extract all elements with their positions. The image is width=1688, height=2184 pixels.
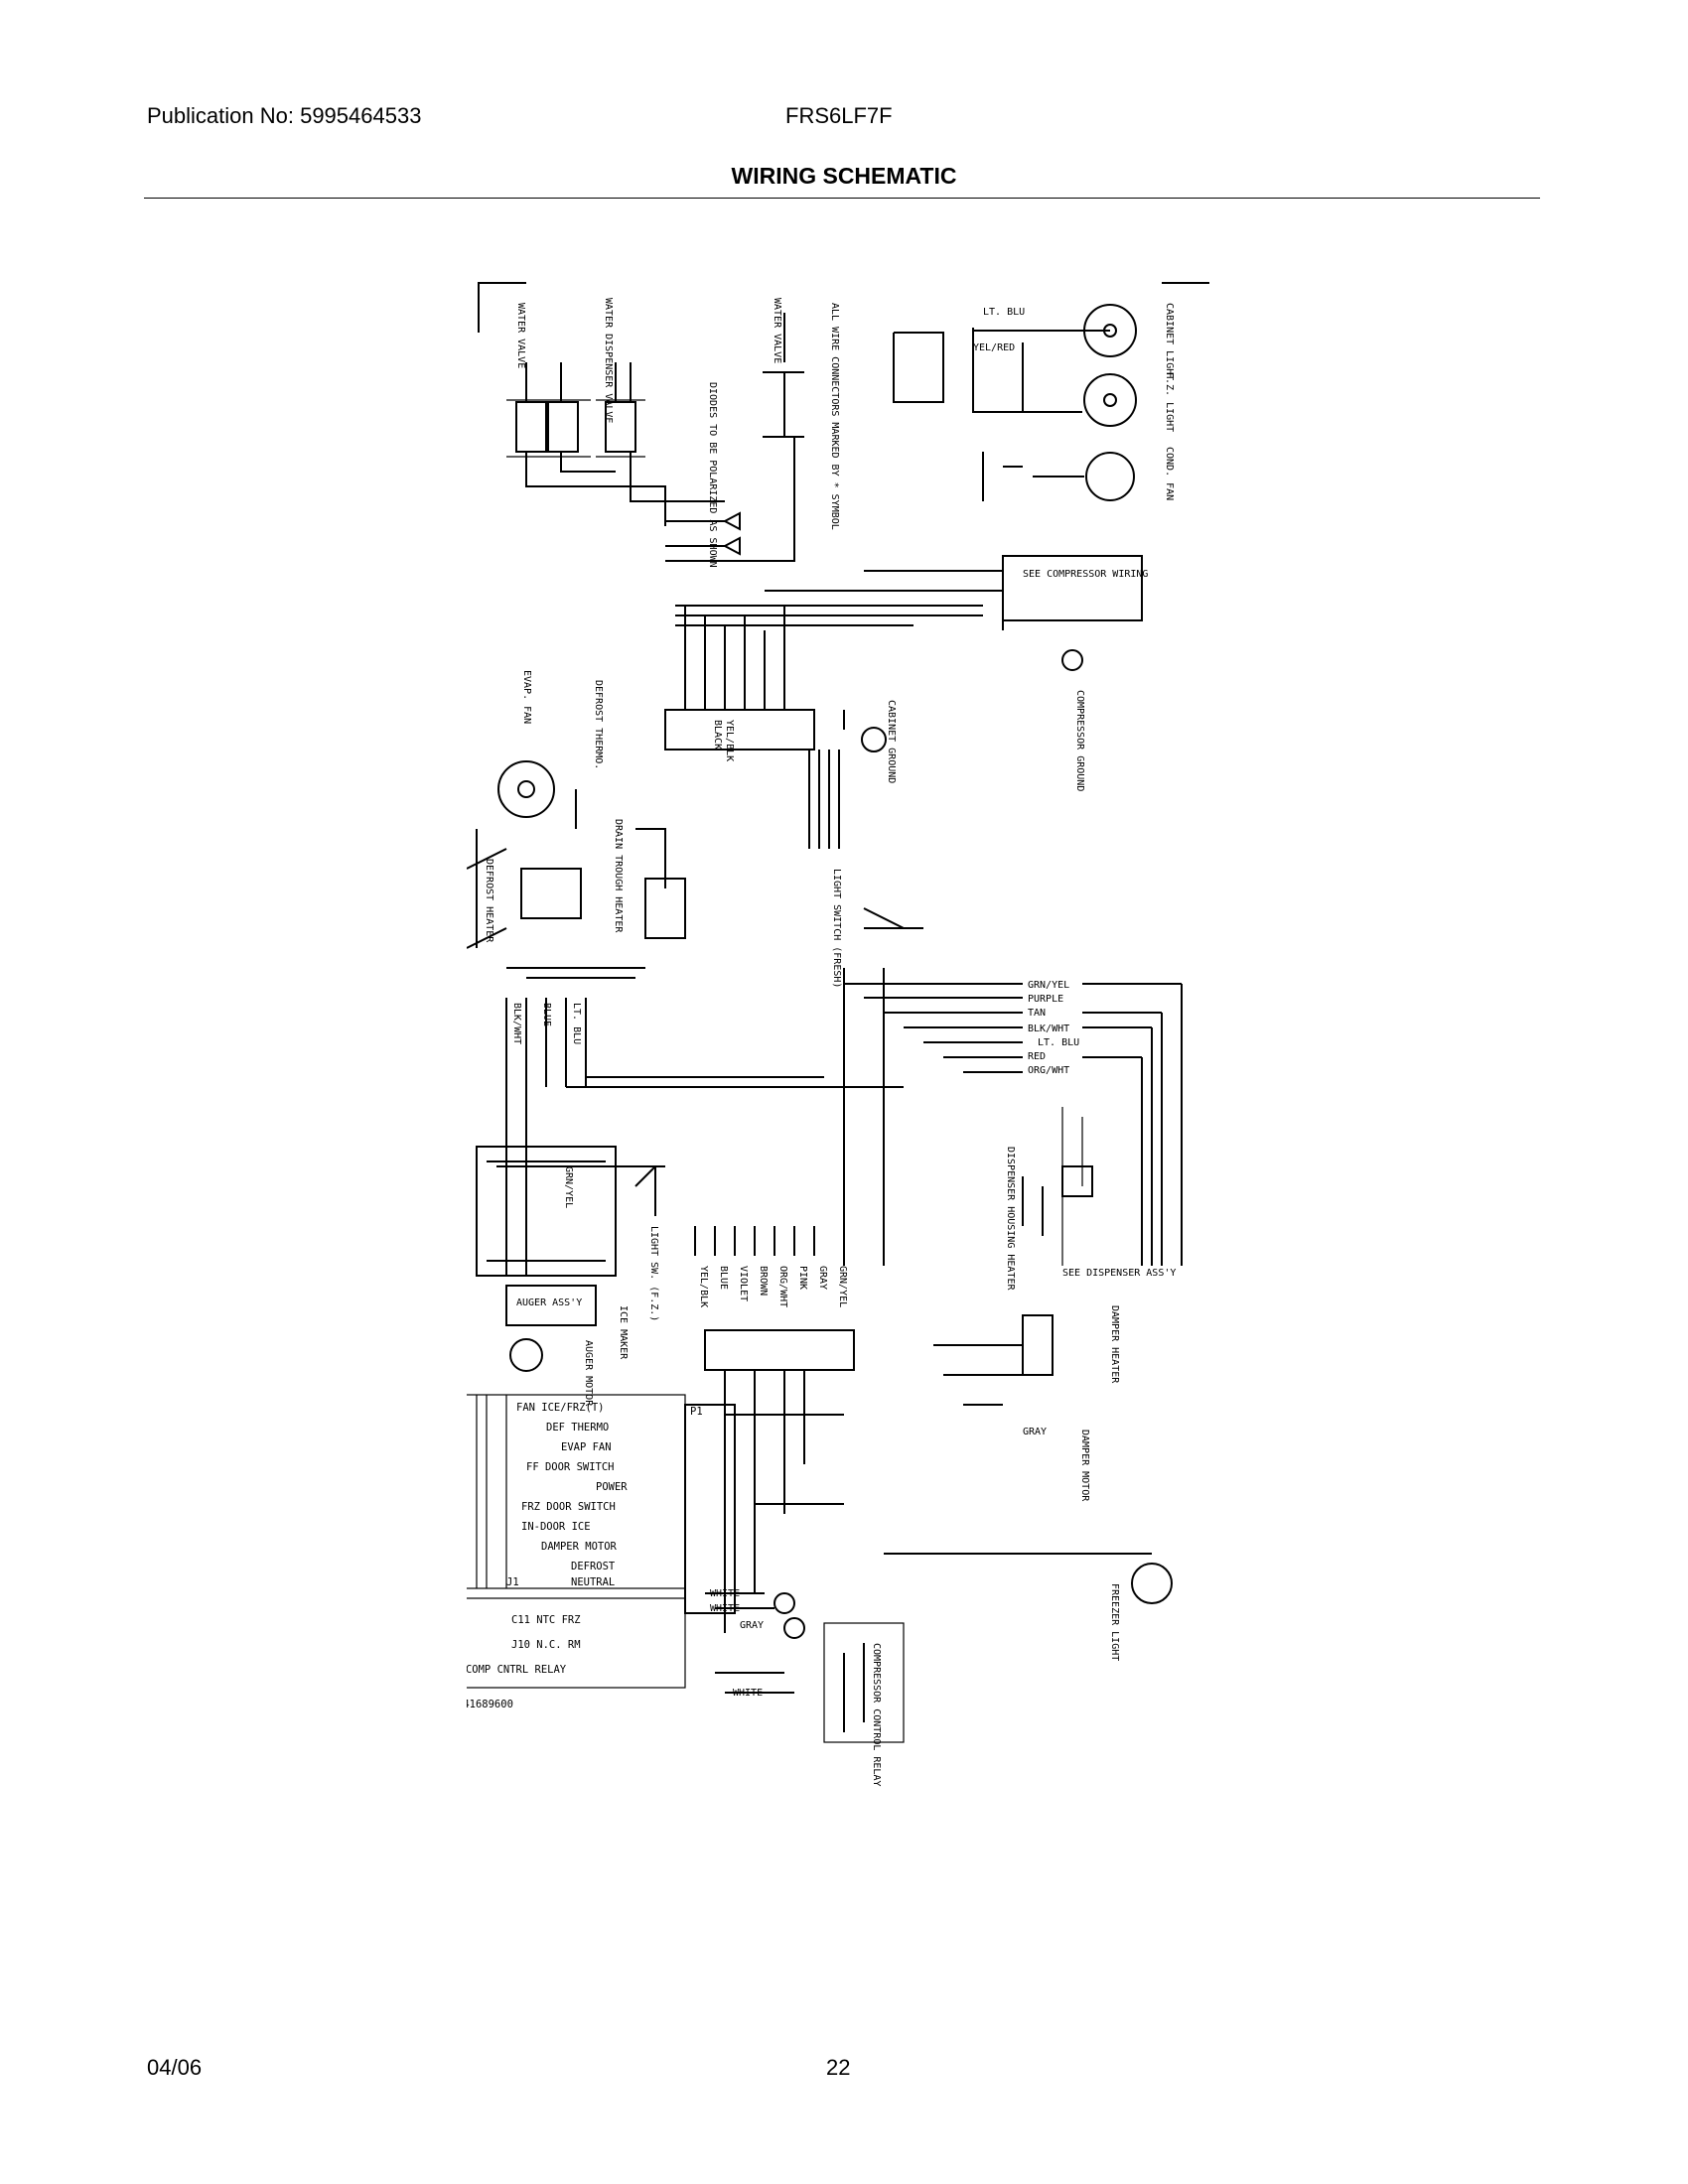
p1-row-2: DEF THERMO xyxy=(546,1422,609,1433)
evap-fan: EVAP. FAN DEFROST THERMO. xyxy=(497,670,666,888)
wire-gray-3: GRAY xyxy=(740,1620,764,1631)
cabinet-light-label: CABINET LIGHT xyxy=(1164,303,1175,380)
wire-yel-blk: YEL/BLK xyxy=(724,720,735,761)
evap-fan-label: EVAP. FAN xyxy=(521,670,532,724)
wire-yel-blk-2: YEL/BLK xyxy=(698,1266,709,1307)
schematic-code: 241689600 xyxy=(467,1699,513,1710)
valve-2: WATER VALVE ALL WIRE CONNECTORS MARKED B… xyxy=(665,298,840,562)
see-dispenser-label: SEE DISPENSER ASS'Y xyxy=(1062,1268,1176,1279)
left-wire-bundle: BLK/WHT BLUE LT. BLU xyxy=(496,998,904,1276)
compressor-wiring-box: SEE COMPRESSOR WIRING COMPRESSOR GROUND xyxy=(765,555,1148,791)
wire-red: RED xyxy=(1028,1051,1046,1062)
wire-white-3: WHITE xyxy=(733,1688,763,1699)
wiring-schematic: WATER VALVE WATER DISPENSER VALVE DIODES… xyxy=(467,273,1221,1921)
header-rule xyxy=(144,198,1540,199)
defrost-thermo-label: DEFROST THERMO. xyxy=(593,680,604,769)
p1-row-5: POWER xyxy=(596,1481,628,1493)
dispenser-region: DISPENSER HOUSING HEATER SEE DISPENSER A… xyxy=(1005,1107,1176,1291)
p1-row-10: NEUTRAL xyxy=(571,1576,615,1588)
p1-row-9: DEFROST xyxy=(571,1561,616,1572)
wire-lt-blu: LT. BLU xyxy=(571,1003,582,1044)
wire-gray: GRAY xyxy=(817,1266,828,1290)
wire-white-1: WHITE xyxy=(710,1588,740,1599)
all-wire-note: ALL WIRE CONNECTORS MARKED BY * SYMBOL xyxy=(829,303,840,530)
table-lower-row-1: C11 NTC FRZ xyxy=(511,1614,581,1626)
j1-label: J1 xyxy=(506,1576,519,1588)
compressor-control-relay-label: COMPRESSOR CONTROL RELAY xyxy=(871,1643,882,1787)
wire-grn-yel-3: GRN/YEL xyxy=(837,1266,848,1307)
connector-table: P1 FAN ICE/FRZ(T) DEF THERMO EVAP FAN FF… xyxy=(467,1394,703,1689)
light-switch-fresh-label: LIGHT SWITCH (FRESH) xyxy=(831,869,842,988)
damper-heater-label: DAMPER HEATER xyxy=(1109,1305,1120,1384)
cond-fan-label: COND. FAN xyxy=(1164,447,1175,500)
dispenser-heater-label: DISPENSER HOUSING HEATER xyxy=(1005,1147,1016,1291)
wire-org-wht: ORG/WHT xyxy=(1028,1065,1069,1076)
light-switch-fresh: LIGHT SWITCH (FRESH) xyxy=(831,869,923,1266)
wire-gray-2: GRAY xyxy=(1023,1427,1047,1437)
wire-yel-red-top: YEL/RED xyxy=(973,342,1015,353)
publication-number: Publication No: 5995464533 xyxy=(147,103,422,128)
wire-blue-2: BLUE xyxy=(718,1266,729,1290)
defrost-heater: DEFROST HEATER DRAIN TROUGH HEATER xyxy=(467,819,686,979)
wire-grn-yel-2: GRN/YEL xyxy=(563,1166,574,1208)
top-right-lights: CABINET LIGHT F.Z. LIGHT COND. FAN LT. B… xyxy=(893,303,1175,501)
water-valve-2-label: WATER VALVE xyxy=(772,298,782,363)
page-title: WIRING SCHEMATIC xyxy=(731,163,957,189)
auger-assembly: GRN/YEL AUGER ASS'Y AUGER MOTOR ICE MAKE… xyxy=(476,1146,629,1407)
svg-text:SEE COMPRESSOR WIRING: SEE COMPRESSOR WIRING xyxy=(1023,569,1148,580)
wire-org-wht-2: ORG/WHT xyxy=(777,1266,788,1307)
cabinet-ground-label: CABINET GROUND xyxy=(886,700,897,783)
compressor-control-relay: WHITE WHITE GRAY WHITE COMPRESSOR CONTRO… xyxy=(467,1404,905,1787)
diodes-note: DIODES TO BE POLARIZED AS SHOWN xyxy=(707,382,718,568)
p1-label: P1 xyxy=(690,1406,703,1418)
water-valve-assembly: WATER VALVE WATER DISPENSER VALVE xyxy=(506,298,725,526)
main-harness: CABINET GROUND BLACK YEL/BLK xyxy=(664,605,983,849)
wire-blk-wht: BLK/WHT xyxy=(511,1003,522,1044)
p1-row-3: EVAP FAN xyxy=(561,1441,612,1453)
control-connector xyxy=(704,1329,855,1633)
damper-components: DAMPER HEATER DAMPER MOTOR GRAY FREEZER … xyxy=(884,1305,1173,1661)
damper-motor-label: DAMPER MOTOR xyxy=(1079,1430,1090,1502)
wire-black-1: BLACK xyxy=(712,720,723,750)
wire-pink: PINK xyxy=(797,1266,808,1290)
page-number: 22 xyxy=(826,2055,851,2080)
wire-lt-blu-top: LT. BLU xyxy=(983,307,1025,318)
drain-trough-label: DRAIN TROUGH HEATER xyxy=(613,819,624,933)
wire-blk-wht-2: BLK/WHT xyxy=(1028,1024,1069,1034)
diodes: DIODES TO BE POLARIZED AS SHOWN xyxy=(665,382,741,568)
wire-white-2: WHITE xyxy=(710,1603,740,1614)
p1-row-6: FRZ DOOR SWITCH xyxy=(521,1501,616,1513)
wire-tan: TAN xyxy=(1028,1008,1046,1019)
wire-purple: PURPLE xyxy=(1028,994,1063,1005)
water-valve-label: WATER VALVE xyxy=(515,303,526,368)
light-sw-fz-label: LIGHT SW. (F.Z.) xyxy=(648,1226,659,1321)
p1-row-1: FAN ICE/FRZ(T) xyxy=(516,1402,605,1414)
wire-violet: VIOLET xyxy=(738,1266,749,1301)
auger-motor-label: AUGER MOTOR xyxy=(583,1340,594,1407)
model-number: FRS6LF7F xyxy=(785,103,893,128)
p1-row-4: FF DOOR SWITCH xyxy=(526,1461,615,1473)
frame-corner xyxy=(478,282,526,333)
p1-row-7: IN-DOOR ICE xyxy=(521,1521,591,1533)
table-lower-row-3: J5 COMP CNTRL RELAY xyxy=(467,1664,567,1676)
table-lower-row-2: J10 N.C. RM xyxy=(511,1639,581,1651)
light-switch-fz: LIGHT SW. (F.Z.) YEL/BLK BLUE VIOLET BRO… xyxy=(634,1165,848,1321)
fz-light-label: F.Z. LIGHT xyxy=(1164,372,1175,432)
wire-blue-1: BLUE xyxy=(541,1003,552,1026)
wire-lt-blu-2: LT. BLU xyxy=(1038,1037,1079,1048)
wire-brown: BROWN xyxy=(758,1266,769,1296)
compressor-ground-label: COMPRESSOR GROUND xyxy=(1074,690,1085,791)
wire-grn-yel: GRN/YEL xyxy=(1028,980,1069,991)
footer-date: 04/06 xyxy=(147,2055,203,2080)
water-dispenser-valve-label: WATER DISPENSER VALVE xyxy=(603,298,614,423)
freezer-light-label: FREEZER LIGHT xyxy=(1109,1583,1120,1661)
p1-row-8: DAMPER MOTOR xyxy=(541,1541,618,1553)
svg-text:AUGER ASS'Y: AUGER ASS'Y xyxy=(516,1297,582,1308)
ice-maker-label: ICE MAKER xyxy=(618,1305,629,1360)
defrost-heater-label: DEFROST HEATER xyxy=(484,859,494,943)
right-connector: GRN/YEL PURPLE TAN BLK/WHT LT. BLU RED O… xyxy=(844,980,1183,1266)
